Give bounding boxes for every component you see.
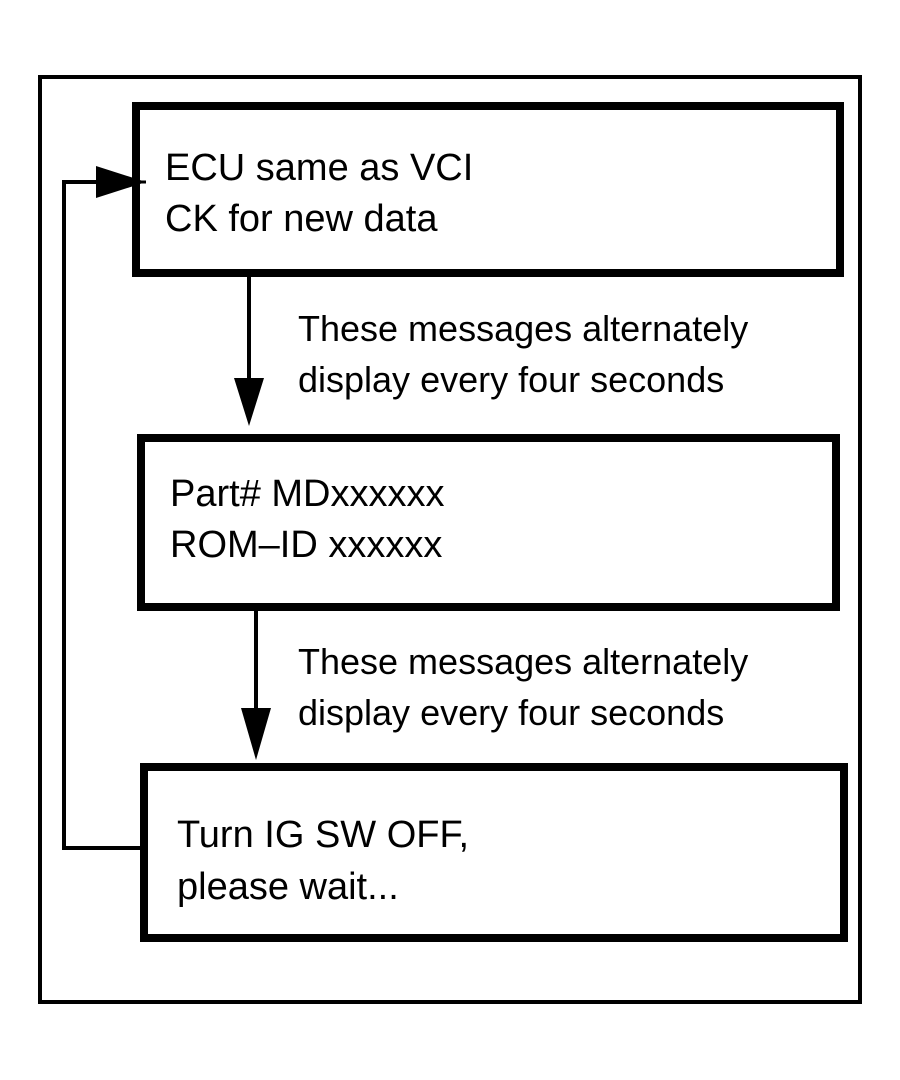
note-alternate-display-1: These messages alternately display every… <box>298 308 748 400</box>
arrow-box2-to-box3 <box>241 610 271 760</box>
box-part-rom-id-line2: ROM–ID xxxxxx <box>170 524 442 566</box>
note-1-line1: These messages alternately <box>298 308 748 349</box>
box-turn-ig-off-line1: Turn IG SW OFF, <box>177 814 469 856</box>
note-alternate-display-2: These messages alternately display every… <box>298 641 748 733</box>
box-part-rom-id-line1: Part# MDxxxxxx <box>170 473 444 515</box>
note-2-line2: display every four seconds <box>298 692 724 733</box>
box-ecu-status-line1: ECU same as VCI <box>165 147 473 189</box>
arrowhead-right <box>96 166 146 198</box>
box-ecu-status-border <box>132 102 844 277</box>
arrow-loop-back <box>62 166 146 850</box>
box-turn-ig-off-line2: please wait... <box>177 866 399 908</box>
box-turn-ig-off-border <box>140 763 848 942</box>
arrowhead-down <box>234 378 264 426</box>
box-turn-ig-off: Turn IG SW OFF, please wait... <box>140 763 848 942</box>
arrowhead-down <box>241 708 271 760</box>
arrow-box1-to-box2 <box>234 276 264 426</box>
note-2-line1: These messages alternately <box>298 641 748 682</box>
box-ecu-status: ECU same as VCI CK for new data <box>132 102 844 277</box>
box-part-rom-id: Part# MDxxxxxx ROM–ID xxxxxx <box>137 434 840 611</box>
outer-frame <box>38 75 862 1004</box>
box-part-rom-id-border <box>137 434 840 611</box>
note-1-line2: display every four seconds <box>298 359 724 400</box>
box-ecu-status-line2: CK for new data <box>165 198 438 240</box>
